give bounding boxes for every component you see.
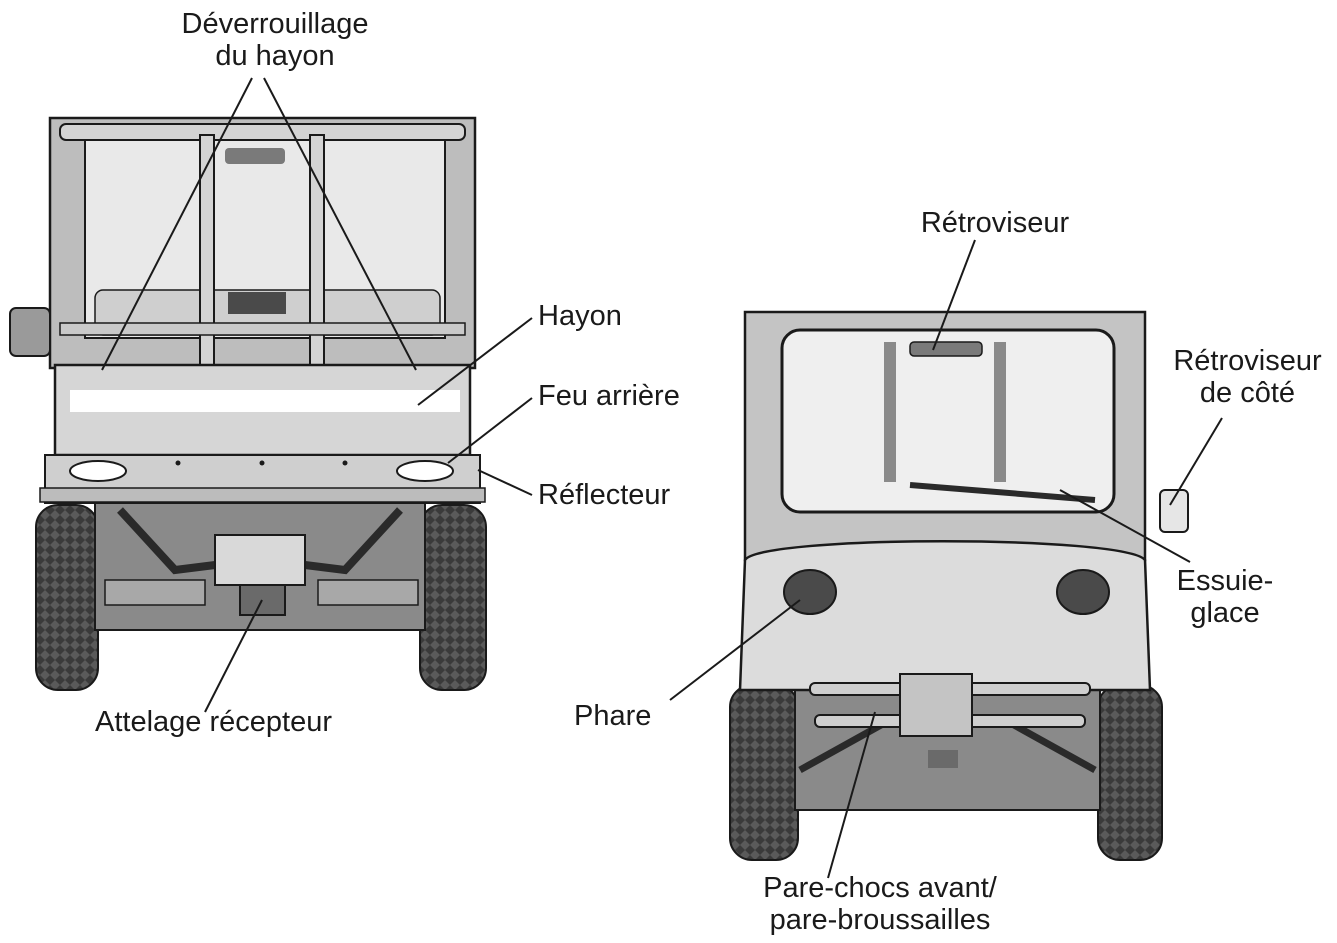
rear-right-taillight (396, 460, 454, 482)
rear-left-taillight (69, 460, 127, 482)
wiper-blade (909, 482, 1096, 503)
label-pare-chocs-line2: pare-broussailles (769, 904, 991, 936)
rear-right-tire (419, 504, 487, 691)
label-retroviseur-cote-line1: Rétroviseur (1173, 345, 1322, 377)
right-headlight (1056, 569, 1110, 615)
side-mirror-shape (1159, 489, 1189, 533)
label-essuie-glace-line2: glace (1190, 597, 1260, 629)
front-right-tire (1097, 684, 1163, 861)
leader-deverrouillage-right (263, 77, 417, 371)
label-essuie-glace-line1: Essuie- (1176, 565, 1274, 597)
label-retroviseur-cote: Rétroviseur de côté (1160, 345, 1335, 409)
leader-pare-chocs (827, 711, 876, 879)
front-view-vehicle (729, 310, 1189, 861)
label-phare: Phare (574, 700, 652, 732)
rearview-mirror-shape (909, 341, 983, 357)
label-pare-chocs-line1: Pare-chocs avant/ (763, 872, 997, 904)
leader-attelage (204, 599, 263, 713)
leader-lines (101, 77, 1223, 879)
leader-essuie-glace (1059, 489, 1191, 563)
leader-phare (669, 599, 801, 701)
leader-retroviseur-cote (1169, 417, 1223, 506)
label-retroviseur-cote-line2: de côté (1199, 377, 1296, 409)
leader-hayon (417, 317, 533, 406)
label-pare-chocs: Pare-chocs avant/ pare-broussailles (720, 872, 1040, 936)
brush-guard-shape (809, 673, 1091, 768)
leader-reflecteur (477, 469, 533, 496)
leader-retroviseur (932, 239, 976, 351)
rear-left-tire (35, 504, 99, 691)
label-feu-arriere: Feu arrière (538, 380, 680, 412)
label-hayon: Hayon (538, 300, 622, 332)
leader-feu-arriere (447, 397, 533, 464)
label-retroviseur: Rétroviseur (920, 207, 1070, 239)
leader-deverrouillage-left (101, 77, 253, 371)
label-deverrouillage-line2: du hayon (215, 40, 335, 72)
label-deverrouillage-line1: Déverrouillage (181, 8, 369, 40)
label-reflecteur: Réflecteur (538, 479, 671, 511)
front-left-tire (729, 684, 799, 861)
label-deverrouillage-hayon: Déverrouillage du hayon (150, 8, 400, 72)
label-attelage-recepteur: Attelage récepteur (95, 706, 332, 738)
label-essuie-glace: Essuie- glace (1160, 565, 1290, 629)
rear-view-vehicle (9, 116, 487, 691)
